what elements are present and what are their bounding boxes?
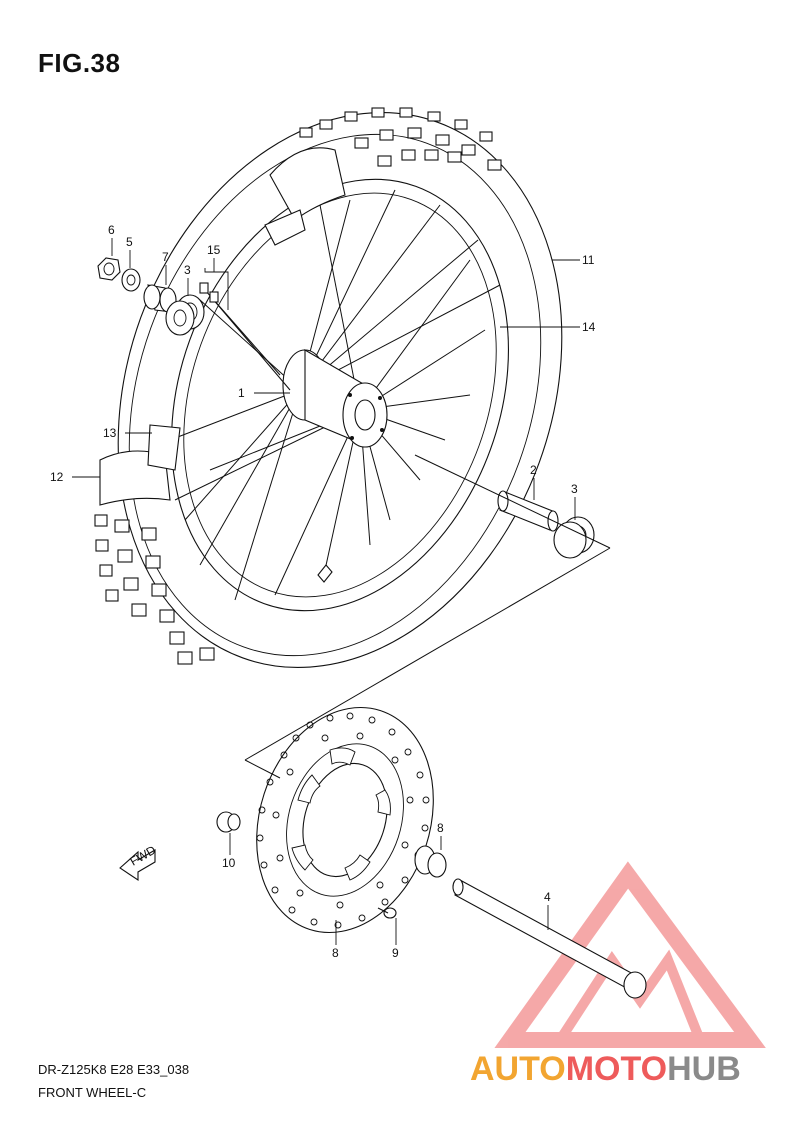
spoke-bolts-15 bbox=[199, 282, 291, 391]
collar-8 bbox=[414, 845, 447, 878]
washer-5 bbox=[121, 268, 141, 292]
callout-labels: 6 5 7 3 15 1 13 12 11 14 2 3 4 8 10 8 9 bbox=[50, 223, 596, 960]
watermark-text: AUTOMOTOHUB bbox=[470, 1050, 741, 1088]
disc-slots bbox=[291, 747, 391, 881]
hub bbox=[282, 349, 388, 448]
nut-6 bbox=[97, 257, 121, 281]
callout-8-disc: 8 bbox=[332, 946, 339, 960]
model-code: DR-Z125K8 E28 E33_038 bbox=[38, 1062, 190, 1077]
left-small-parts bbox=[97, 257, 291, 391]
callout-5: 5 bbox=[126, 235, 133, 249]
callout-15: 15 bbox=[207, 243, 221, 257]
assembly-guide-lines bbox=[244, 454, 611, 779]
disc-bolt-9 bbox=[377, 907, 397, 919]
valve-stem bbox=[317, 564, 333, 583]
callout-4: 4 bbox=[544, 890, 551, 904]
brake-disc bbox=[256, 706, 434, 934]
watermark-moto: MOTO bbox=[566, 1050, 667, 1088]
callout-11: 11 bbox=[582, 253, 595, 267]
callout-leaders bbox=[72, 238, 580, 945]
figure-title: FIG.38 bbox=[38, 48, 121, 78]
callout-3-left: 3 bbox=[184, 263, 191, 277]
bearing-3-right bbox=[553, 516, 595, 559]
disc-holes bbox=[256, 712, 430, 929]
callout-3-right: 3 bbox=[571, 482, 578, 496]
spacer-2 bbox=[497, 490, 559, 532]
callout-7: 7 bbox=[162, 250, 169, 264]
callout-13: 13 bbox=[103, 426, 117, 440]
callout-14: 14 bbox=[582, 320, 596, 334]
nut-10 bbox=[216, 811, 241, 833]
tread-blocks-top bbox=[299, 107, 502, 171]
watermark-hub: HUB bbox=[667, 1050, 741, 1088]
tube-protector bbox=[99, 424, 181, 506]
fwd-arrow-icon: FWD bbox=[119, 843, 158, 882]
callout-10: 10 bbox=[222, 856, 236, 870]
tire bbox=[94, 107, 563, 669]
callout-1: 1 bbox=[238, 386, 245, 400]
bearing-3-left bbox=[165, 294, 205, 336]
svg-text:AUTOMOTOHUB: AUTOMOTOHUB bbox=[470, 1050, 741, 1088]
watermark-auto: AUTO bbox=[470, 1050, 566, 1088]
fender-clip-upper bbox=[264, 147, 346, 246]
axle-4 bbox=[452, 878, 647, 999]
callout-8-collar: 8 bbox=[437, 821, 444, 835]
right-small-parts bbox=[497, 490, 595, 559]
section-name: FRONT WHEEL-C bbox=[38, 1085, 147, 1100]
callout-6: 6 bbox=[108, 223, 115, 237]
callout-9: 9 bbox=[392, 946, 399, 960]
callout-2: 2 bbox=[530, 463, 537, 477]
rim bbox=[171, 178, 509, 612]
tread-blocks-left bbox=[94, 514, 215, 665]
callout-12: 12 bbox=[50, 470, 64, 484]
